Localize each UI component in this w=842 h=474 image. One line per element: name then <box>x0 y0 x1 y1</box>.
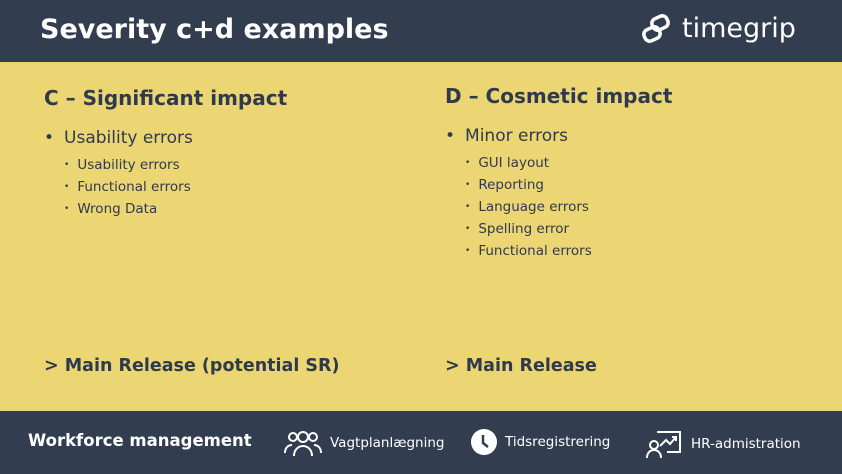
sub-bullet-item: Spelling error <box>465 218 825 240</box>
footer-item-label: Tidsregistrering <box>505 434 611 450</box>
sub-bullet-item: Functional errors <box>465 240 825 262</box>
footer-item-vagtplanlaegning: Vagtplanlægning <box>284 429 444 457</box>
footer-label: Workforce management <box>28 431 252 450</box>
footer-item-label: HR-admistration <box>691 436 801 452</box>
logo-text: timegrip <box>682 13 796 44</box>
sub-bullet-item: Wrong Data <box>64 198 424 220</box>
footer: Workforce management Vagtplanlægning Tid… <box>0 411 842 474</box>
column-d: D – Cosmetic impact Minor errors GUI lay… <box>445 84 825 262</box>
column-c: C – Significant impact Usability errors … <box>44 86 424 220</box>
footer-item-label: Vagtplanlægning <box>330 435 445 451</box>
release-c: > Main Release (potential SR) <box>44 356 340 376</box>
sub-bullet-item: Functional errors <box>64 176 424 198</box>
people-icon <box>284 431 322 457</box>
column-heading: D – Cosmetic impact <box>445 84 673 108</box>
slide-title: Severity c+d examples <box>40 14 389 45</box>
sub-bullet-item: Language errors <box>465 196 825 218</box>
column-heading: C – Significant impact <box>44 86 288 110</box>
release-d: > Main Release <box>445 356 597 376</box>
sub-bullet-item: Reporting <box>465 174 825 196</box>
bullet-item: Usability errors <box>44 128 424 148</box>
footer-item-hr: HR-admistration <box>645 429 801 459</box>
sub-bullet-item: GUI layout <box>465 152 825 174</box>
timegrip-logo-icon <box>642 13 670 43</box>
header: Severity c+d examples timegrip <box>0 0 842 62</box>
sub-bullet-item: Usability errors <box>64 154 424 176</box>
bullet-item: Minor errors <box>445 126 825 146</box>
timegrip-logo: timegrip <box>640 13 796 44</box>
clock-icon <box>471 429 497 455</box>
footer-item-tidsregistrering: Tidsregistrering <box>471 429 610 455</box>
presentation-chart-icon <box>646 431 681 459</box>
